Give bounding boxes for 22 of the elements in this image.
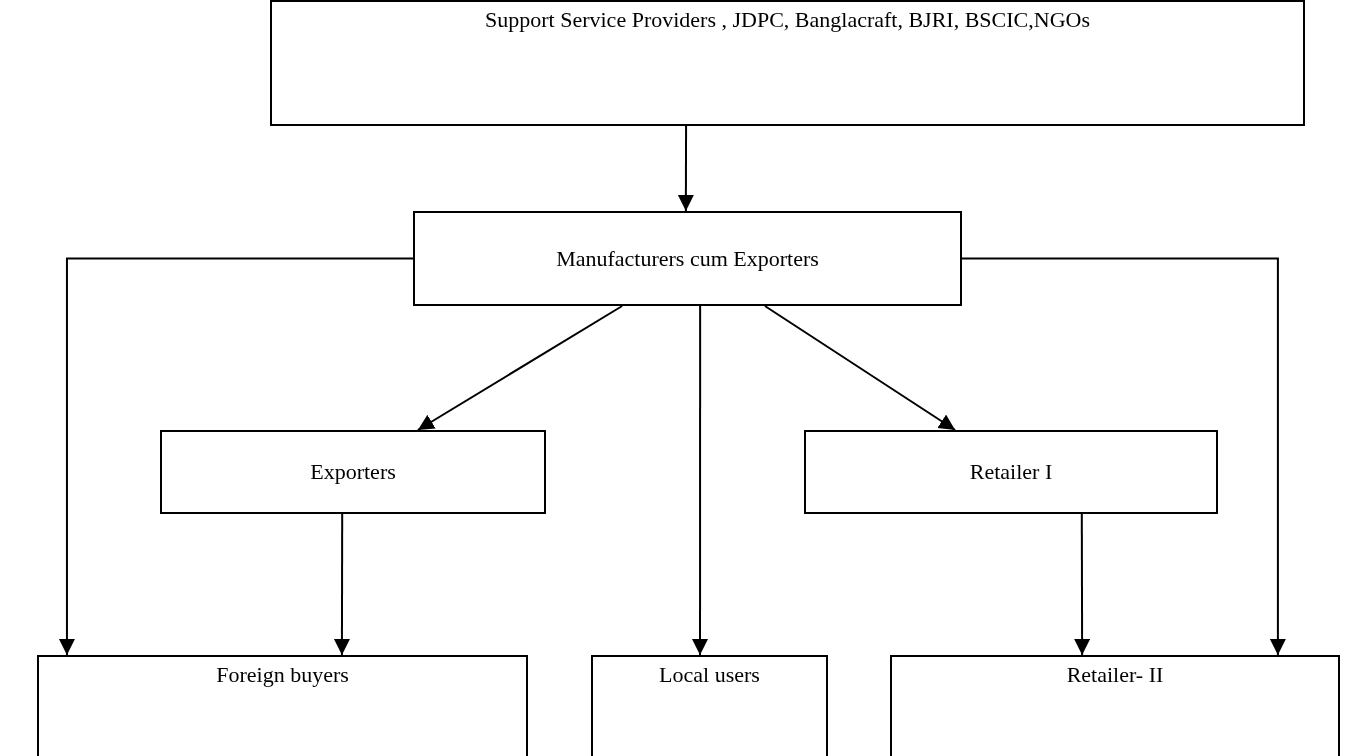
box-label: Retailer I [969, 458, 1053, 486]
box-label: Retailer- II [1066, 661, 1164, 689]
arrow [961, 257, 1286, 656]
process-box [591, 655, 828, 756]
arrow [416, 305, 624, 431]
process-box [804, 430, 1218, 514]
arrow [58, 257, 414, 656]
process-box [270, 0, 1305, 126]
arrow [692, 305, 708, 656]
process-box [160, 430, 546, 514]
box-label: Support Service Providers , JDPC, Banglacraft, BJRI, BSCIC,NGOs [485, 6, 1090, 34]
arrow [1074, 513, 1091, 656]
box-label: Local users [659, 661, 760, 689]
box-label: Foreign buyers [216, 661, 349, 689]
arrow [763, 305, 957, 431]
box-label: Manufacturers cum Exporters [556, 244, 819, 273]
process-box [413, 211, 962, 306]
box-label: Exporters [310, 458, 396, 486]
arrow [333, 513, 350, 656]
process-box [890, 655, 1340, 756]
process-box [37, 655, 528, 756]
arrow [677, 125, 694, 212]
